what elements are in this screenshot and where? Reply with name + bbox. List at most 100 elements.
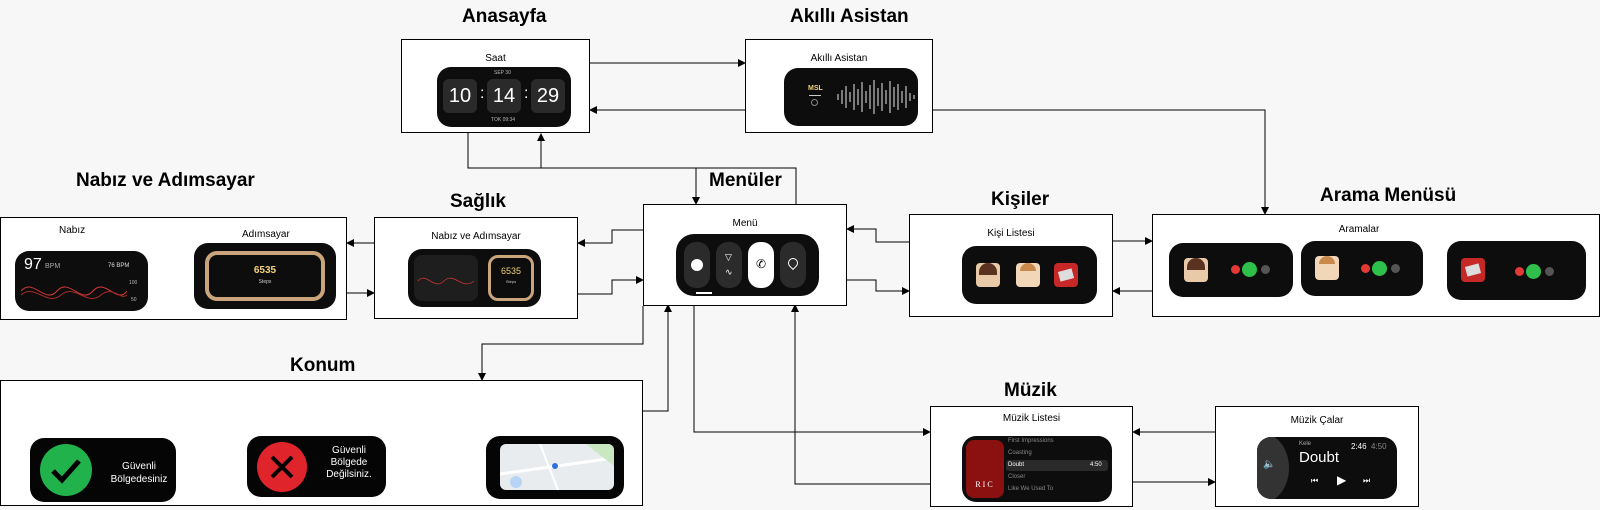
music-player-widget: 🔈 Kele Doubt 2:46 4:50 ⏮ ▶ ⏭: [1257, 437, 1397, 499]
caller-man-avatar: [1315, 256, 1339, 280]
call-card-woman: [1169, 243, 1293, 297]
health-combo-widget[interactable]: 6535 Steps: [408, 249, 541, 307]
mini-heart-wave: [417, 277, 475, 285]
clock-colon-2: :: [524, 85, 529, 102]
volume-dial[interactable]: 🔈: [1257, 437, 1289, 499]
song-item-2[interactable]: Coasting: [1008, 450, 1032, 456]
map-widget[interactable]: [486, 436, 624, 499]
waveform-icon: [837, 80, 915, 114]
play-icon[interactable]: ▶: [1337, 473, 1347, 487]
checkmark-icon: [40, 444, 92, 496]
spotify-icon: [691, 259, 703, 271]
clock-bottom-label: TOK 09:34: [491, 117, 516, 123]
cross-icon: [257, 442, 307, 492]
more-button[interactable]: [1391, 264, 1400, 273]
caller-woman-avatar: [1184, 258, 1208, 282]
unsafe-zone-widget[interactable]: Güvenli Bölgede Değilsiniz.: [247, 436, 386, 497]
clock-minutes: 14: [487, 79, 521, 113]
contact-logo-avatar[interactable]: [1054, 263, 1078, 287]
song-item-5[interactable]: Like We Used To: [1008, 486, 1054, 492]
steps-ring: [205, 251, 325, 301]
player-artist: Kele: [1299, 441, 1312, 447]
decline-button[interactable]: [1361, 264, 1370, 273]
arrow-menu-to-saat: [537, 133, 797, 204]
accept-button[interactable]: [1526, 264, 1541, 279]
assistant-label: MSL: [808, 85, 823, 92]
health-button[interactable]: ▽ ∿: [716, 242, 742, 288]
accept-button[interactable]: [1242, 262, 1257, 277]
muzik-calar-caption: Müzik Çalar: [1290, 415, 1344, 426]
contact-woman-avatar[interactable]: [976, 263, 1000, 287]
next-icon[interactable]: ⏭: [1363, 476, 1371, 485]
phone-button[interactable]: ✆: [748, 242, 774, 288]
previous-icon[interactable]: ⏮: [1311, 476, 1319, 485]
heart-bpm-value: 97: [24, 256, 42, 273]
spotify-button[interactable]: [684, 242, 710, 288]
song-item-3-selected[interactable]: Doubt: [1008, 462, 1025, 468]
konum-box: Güvenli Bölgedesiniz Güvenli Bölgede Değ…: [0, 380, 643, 506]
clock-colon-1: :: [480, 85, 485, 102]
arrow-muzik-to-menu: [791, 304, 930, 485]
call-card-logo: [1447, 241, 1586, 300]
song-item-1[interactable]: First Impressions: [1008, 438, 1054, 444]
decline-button[interactable]: [1515, 267, 1524, 276]
location-pin-icon: [785, 255, 801, 271]
nabiz-caption: Nabız: [59, 225, 86, 236]
heart-bpm-unit: BPM: [45, 263, 61, 270]
player-total: 4:50: [1371, 442, 1387, 451]
contact-list-widget: [962, 246, 1097, 304]
decline-button[interactable]: [1231, 265, 1240, 274]
filter-icon: ▽: [725, 252, 732, 262]
heart-scale-lo: 50: [131, 297, 137, 303]
heart-rate-widget[interactable]: 97 BPM 76 BPM 100 50: [15, 251, 148, 311]
arrow-menu-to-saglik: [577, 229, 643, 247]
call-card-man: [1301, 241, 1423, 296]
contact-man-avatar[interactable]: [1016, 263, 1040, 287]
title-kisiler: Kişiler: [991, 189, 1050, 210]
menu-page-indicator: [696, 292, 712, 294]
more-button[interactable]: [1545, 267, 1554, 276]
unsafe-line-3: Değilsiniz.: [326, 469, 372, 480]
steps-count: 6535: [253, 265, 277, 276]
title-menuler: Menüler: [709, 170, 782, 191]
steps-unit: Steps: [258, 279, 272, 285]
unsafe-zone-text: Güvenli Bölgede Değilsiniz.: [319, 445, 379, 481]
mini-steps-unit: Steps: [505, 279, 517, 284]
hair-shape: [1187, 258, 1205, 270]
heart-wave-chart: [21, 286, 127, 299]
mic-icon[interactable]: [811, 99, 818, 106]
muzik-listesi-box: Müzik Listesi RIC First Impressions Coas…: [930, 406, 1133, 507]
assistant-widget[interactable]: MSL: [784, 68, 918, 126]
menu-box: Menü ▽ ∿ ✆: [643, 204, 847, 306]
map-view[interactable]: [500, 444, 614, 490]
clock-top-label: SEP 30: [494, 70, 511, 76]
cross-glyph: [270, 455, 294, 479]
song-duration-selected: 4:50: [1090, 462, 1102, 468]
title-nabiz-adimsayar: Nabız ve Adımsayar: [76, 170, 255, 191]
muzik-calar-box: Müzik Çalar 🔈 Kele Doubt 2:46 4:50 ⏮ ▶ ⏭: [1215, 406, 1419, 507]
saglik-caption: Nabız ve Adımsayar: [431, 231, 521, 242]
location-button[interactable]: [780, 242, 806, 288]
safe-zone-widget[interactable]: Güvenli Bölgedesiniz: [30, 438, 176, 502]
menu-widget: ▽ ∿ ✆: [676, 234, 819, 296]
unsafe-line-1: Güvenli: [332, 445, 366, 456]
mini-steps-ring: [488, 255, 534, 301]
song-item-4[interactable]: Closer: [1008, 474, 1026, 480]
menu-caption: Menü: [732, 218, 758, 229]
clock-widget[interactable]: SEP 30 10 : 14 : 29 TOK 09:34: [437, 67, 571, 127]
title-anasayfa: Anasayfa: [462, 6, 547, 27]
title-akilli-asistan: Akıllı Asistan: [790, 6, 909, 27]
player-track: Doubt: [1299, 449, 1340, 466]
step-counter-widget[interactable]: 6535 Steps: [194, 243, 336, 309]
clock-seconds: 29: [531, 79, 565, 113]
arrow-kisiler-to-menu: [846, 225, 909, 243]
muzik-listesi-caption: Müzik Listesi: [1002, 413, 1061, 424]
nabiz-adimsayar-box: Nabız Adımsayar 97 BPM 76 BPM 100 50 653…: [0, 217, 347, 320]
location-dot: [552, 463, 558, 469]
more-button[interactable]: [1261, 265, 1270, 274]
heart-bpm-small: 76 BPM: [108, 263, 130, 269]
album-art-text: RIC: [975, 480, 995, 489]
phone-icon: ✆: [756, 257, 767, 271]
accept-button[interactable]: [1372, 261, 1387, 276]
